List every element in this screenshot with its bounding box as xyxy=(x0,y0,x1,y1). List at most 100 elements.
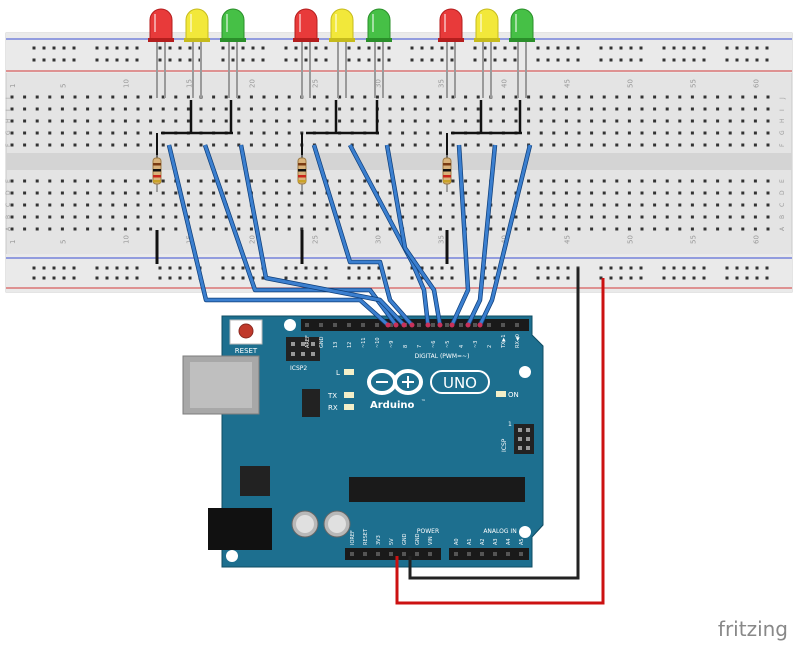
breadboard-hole xyxy=(237,95,241,99)
rail-hole xyxy=(314,276,318,280)
rail-hole xyxy=(168,46,172,50)
header-pin xyxy=(333,323,337,327)
rail-hole xyxy=(503,266,507,270)
rail-hole xyxy=(32,266,36,270)
header-pin xyxy=(347,323,351,327)
rail-hole xyxy=(745,46,749,50)
breadboard-hole xyxy=(111,215,115,219)
header-pin xyxy=(375,323,379,327)
rail-hole xyxy=(546,276,550,280)
header-pin xyxy=(363,552,367,556)
resistor-band xyxy=(298,163,306,166)
voltage-regulator xyxy=(240,466,270,496)
rail-hole xyxy=(221,46,225,50)
arduino-brand: Arduino xyxy=(370,400,414,411)
breadboard-hole xyxy=(653,203,657,207)
breadboard-hole xyxy=(501,191,505,195)
breadboard-hole xyxy=(73,95,77,99)
resistor-band xyxy=(153,180,161,183)
breadboard-hole xyxy=(501,95,505,99)
breadboard-hole xyxy=(590,179,594,183)
digital-pin-label: GND xyxy=(319,336,325,348)
breadboard-hole xyxy=(413,119,417,123)
power-pin-label: GND xyxy=(415,533,421,545)
wire-end-pin xyxy=(409,322,415,328)
breadboard-hole xyxy=(527,191,531,195)
breadboard-hole xyxy=(426,95,430,99)
led-dome xyxy=(294,8,318,41)
header-pin xyxy=(506,552,510,556)
resistor-band xyxy=(298,175,306,178)
signal-wire xyxy=(478,144,532,326)
breadboard-hole xyxy=(665,107,669,111)
breadboard-hole xyxy=(426,107,430,111)
header-pin xyxy=(402,552,406,556)
mounting-hole xyxy=(519,366,531,378)
analog-pin-label: A3 xyxy=(493,538,499,545)
led-dome xyxy=(149,8,173,41)
led-green-3 xyxy=(509,8,535,98)
rail-hole xyxy=(765,58,769,62)
atmega-chip xyxy=(349,477,525,502)
breadboard-hole xyxy=(10,215,14,219)
breadboard-hole xyxy=(136,215,140,219)
rail-hole xyxy=(493,58,497,62)
breadboard-hole xyxy=(249,215,253,219)
rail-hole xyxy=(115,276,119,280)
breadboard-hole xyxy=(716,203,720,207)
breadboard-hole xyxy=(60,215,64,219)
breadboard-hole xyxy=(564,203,568,207)
column-number: 1 xyxy=(9,240,17,244)
rail-hole xyxy=(629,46,633,50)
rail-hole xyxy=(387,266,391,270)
rail-hole xyxy=(188,58,192,62)
rail-hole xyxy=(304,58,308,62)
breadboard-hole xyxy=(98,131,102,135)
wire-end-pin xyxy=(425,322,431,328)
rail-hole xyxy=(755,46,759,50)
signal-wire xyxy=(167,144,389,327)
breadboard-holes xyxy=(10,46,770,280)
breadboard-hole xyxy=(627,119,631,123)
icsp2-header xyxy=(286,337,320,361)
breadboard-hole xyxy=(199,215,203,219)
breadboard-hole xyxy=(136,227,140,231)
rail-hole xyxy=(294,276,298,280)
breadboard-hole xyxy=(602,143,606,147)
rail-hole xyxy=(241,46,245,50)
led-rim xyxy=(148,38,174,42)
rail-hole xyxy=(629,58,633,62)
rail-hole xyxy=(725,276,729,280)
column-number: 10 xyxy=(122,79,130,88)
breadboard-hole xyxy=(111,119,115,123)
breadboard-hole xyxy=(237,203,241,207)
breadboard-hole xyxy=(766,179,770,183)
breadboard-hole xyxy=(338,143,342,147)
breadboard-hole xyxy=(338,203,342,207)
breadboard-hole xyxy=(86,215,90,219)
breadboard-hole xyxy=(287,179,291,183)
breadboard-hole xyxy=(413,143,417,147)
breadboard-hole xyxy=(86,143,90,147)
breadboard-hole xyxy=(716,131,720,135)
breadboard-hole xyxy=(615,203,619,207)
breadboard-hole xyxy=(640,215,644,219)
breadboard-hole xyxy=(539,179,543,183)
rail-hole xyxy=(609,58,613,62)
rail-hole xyxy=(241,276,245,280)
breadboard-hole xyxy=(123,179,127,183)
resistor xyxy=(297,155,307,192)
rail-hole xyxy=(261,58,265,62)
rail-hole xyxy=(609,276,613,280)
resistor-band xyxy=(298,180,306,183)
rail-hole xyxy=(357,46,361,50)
breadboard-hole xyxy=(653,191,657,195)
rail-hole xyxy=(178,266,182,270)
breadboard-hole xyxy=(413,107,417,111)
digital-header xyxy=(301,319,529,331)
breadboard-hole xyxy=(325,119,329,123)
breadboard-hole xyxy=(161,215,165,219)
breadboard-hole xyxy=(98,95,102,99)
breadboard-hole xyxy=(98,203,102,207)
breadboard-hole xyxy=(627,143,631,147)
